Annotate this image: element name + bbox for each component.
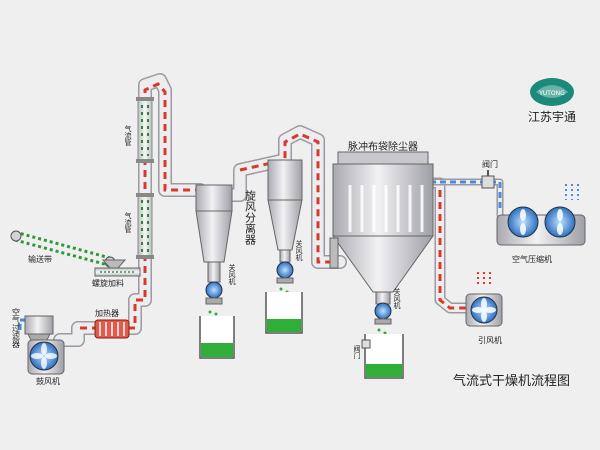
label-air-filter: 空气过滤器	[12, 307, 21, 349]
label-drying-pipe-lower: 气流管	[124, 211, 132, 234]
label-airlock-3: 关风机	[393, 287, 401, 310]
diagram-title: 气流式干燥机流程图	[453, 373, 570, 389]
label-heater: 加热器	[95, 308, 119, 318]
label-valve-top: 阀门	[482, 159, 498, 169]
product-bin-1	[199, 316, 235, 359]
air-compressor	[496, 184, 586, 246]
brand-name: 江苏宇通	[528, 110, 576, 124]
label-conveyor: 输送带	[28, 254, 52, 264]
label-cyclone: 旋风分离器	[244, 189, 257, 246]
label-feeder: 螺旋加料	[92, 278, 124, 288]
hot-air-flow	[80, 82, 466, 330]
airlock-3	[374, 302, 392, 341]
induced-fan	[465, 272, 503, 327]
conveyor-belt	[10, 230, 116, 268]
brand-logo: YUTONG	[530, 78, 574, 106]
label-valve-bottom: 阀门	[353, 344, 361, 360]
product-bin-3	[364, 334, 404, 379]
label-induced-fan: 引风机	[478, 335, 502, 345]
label-drying-pipe-upper: 气流管	[124, 124, 132, 147]
label-airlock-1: 关风机	[228, 263, 236, 286]
cyclone	[267, 159, 303, 263]
label-airlock-2: 关风机	[295, 239, 303, 262]
valve-bottom[interactable]	[361, 339, 371, 349]
valve-top[interactable]	[481, 170, 495, 189]
logo-text: YUTONG	[538, 90, 565, 97]
label-blower: 鼓风机	[36, 376, 60, 386]
blower	[27, 339, 65, 375]
label-compressor: 空气压缩机	[512, 254, 552, 264]
product-bin-2	[265, 292, 303, 334]
screw-feeder	[94, 259, 141, 277]
bag-filter	[329, 151, 434, 305]
air-filter	[24, 315, 54, 343]
primary-separator	[195, 184, 233, 283]
drying-tube	[136, 97, 154, 259]
label-bag-filter: 脉冲布袋除尘器	[348, 140, 418, 153]
heater	[94, 319, 130, 339]
